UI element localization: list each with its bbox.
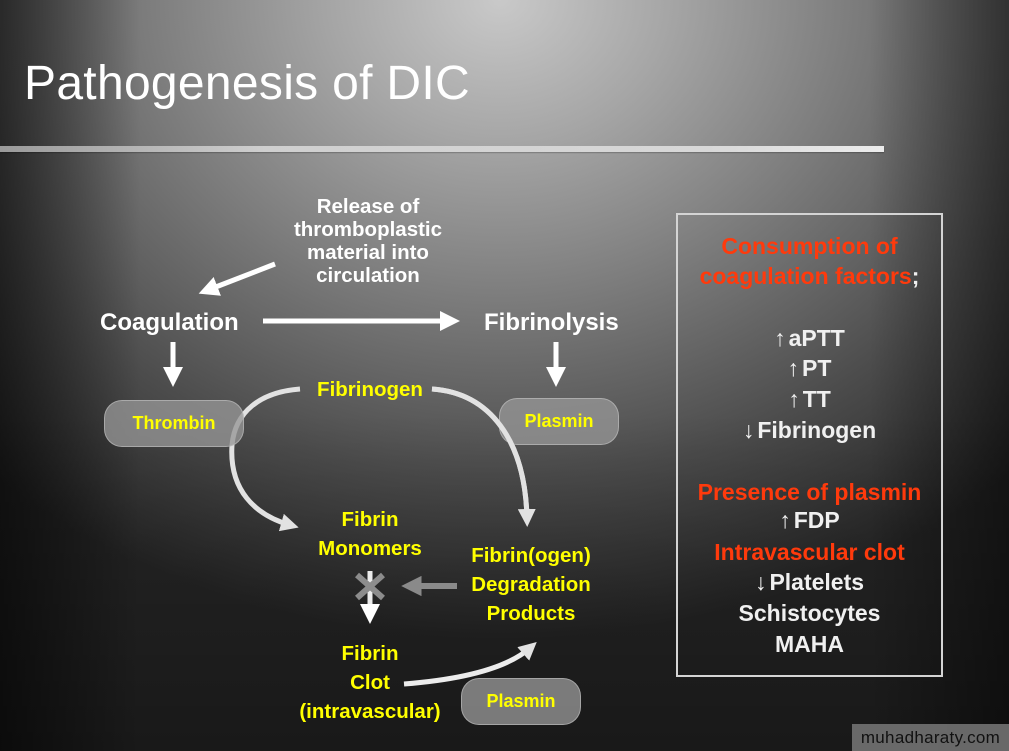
watermark: muhadharaty.com — [852, 724, 1009, 751]
fdp-line: Products — [486, 602, 576, 625]
clot-line: (intravascular) — [299, 700, 441, 723]
plasmin-heading: Presence of plasmin — [697, 479, 922, 505]
finding-label: aPTT — [788, 325, 845, 351]
arrow-clot-to-fdp — [403, 642, 537, 687]
finding-fdp: ↑FDP — [676, 507, 943, 534]
fibrinogen-label: Fibrinogen — [317, 378, 423, 401]
finding-label: PT — [802, 355, 832, 381]
arrow-fibrinogen-to-fdp-overlay — [431, 386, 530, 519]
finding-tt: ↑TT — [676, 386, 943, 413]
monomers-line: Fibrin — [341, 508, 399, 531]
arrow-down-icon: ↓ — [742, 417, 755, 443]
plasmin-node-top: Plasmin — [499, 398, 619, 445]
fdp-label: Fibrin(ogen) Degradation Products — [446, 541, 616, 628]
thrombin-node: Thrombin — [104, 400, 244, 447]
finding-maha: MAHA — [775, 631, 844, 657]
finding-label: Platelets — [769, 569, 865, 595]
fdp-line: Degradation — [471, 573, 591, 596]
arrow-up-icon: ↑ — [787, 355, 800, 381]
arrow-up-icon: ↑ — [779, 507, 791, 533]
arrow-up-icon: ↑ — [774, 325, 786, 351]
fibrin-monomers-label: Fibrin Monomers — [290, 505, 450, 563]
finding-label: Fibrinogen — [757, 417, 877, 443]
thrombin-label: Thrombin — [132, 413, 216, 433]
trigger-line: Release of — [316, 195, 420, 218]
finding-platelets: ↓Platelets — [676, 569, 943, 596]
lab-findings-panel — [676, 213, 943, 677]
plasmin-label: Plasmin — [486, 691, 556, 711]
finding-label: TT — [802, 386, 831, 412]
fibrin-clot-label: Fibrin Clot (intravascular) — [280, 639, 460, 726]
finding-aptt: ↑aPTT — [676, 325, 943, 352]
finding-pt: ↑PT — [676, 355, 943, 382]
arrow-up-icon: ↑ — [788, 386, 800, 412]
inhibition-x-icon — [355, 572, 385, 601]
consumption-heading-text: coagulation factors — [699, 263, 912, 289]
plasmin-node-bottom: Plasmin — [461, 678, 581, 725]
slide-title: Pathogenesis of DIC — [24, 57, 470, 110]
consumption-heading-line1: Consumption of — [721, 233, 898, 259]
fdp-line: Fibrin(ogen) — [471, 544, 591, 567]
title-divider — [0, 146, 884, 152]
fibrinolysis-label: Fibrinolysis — [484, 309, 619, 336]
finding-label: FDP — [793, 507, 840, 533]
finding-fibrinogen: ↓Fibrinogen — [676, 417, 943, 444]
arrow-down-icon: ↓ — [754, 569, 767, 595]
heading-semicolon: ; — [911, 263, 920, 289]
clot-line: Clot — [350, 671, 390, 694]
trigger-line: thromboplastic — [293, 218, 443, 241]
plasmin-label: Plasmin — [524, 411, 594, 431]
consumption-heading-line2: coagulation factors; — [676, 263, 943, 290]
clot-line: Fibrin — [341, 642, 399, 665]
finding-schistocytes: Schistocytes — [738, 600, 881, 626]
monomers-line: Monomers — [318, 537, 422, 560]
coagulation-label: Coagulation — [100, 309, 239, 336]
trigger-line: material into — [307, 241, 429, 264]
clot-heading: Intravascular clot — [714, 539, 905, 565]
trigger-text: Release of thromboplastic material into … — [268, 195, 468, 287]
trigger-line: circulation — [316, 264, 420, 287]
arrow-release-to-coagulation — [198, 261, 276, 296]
